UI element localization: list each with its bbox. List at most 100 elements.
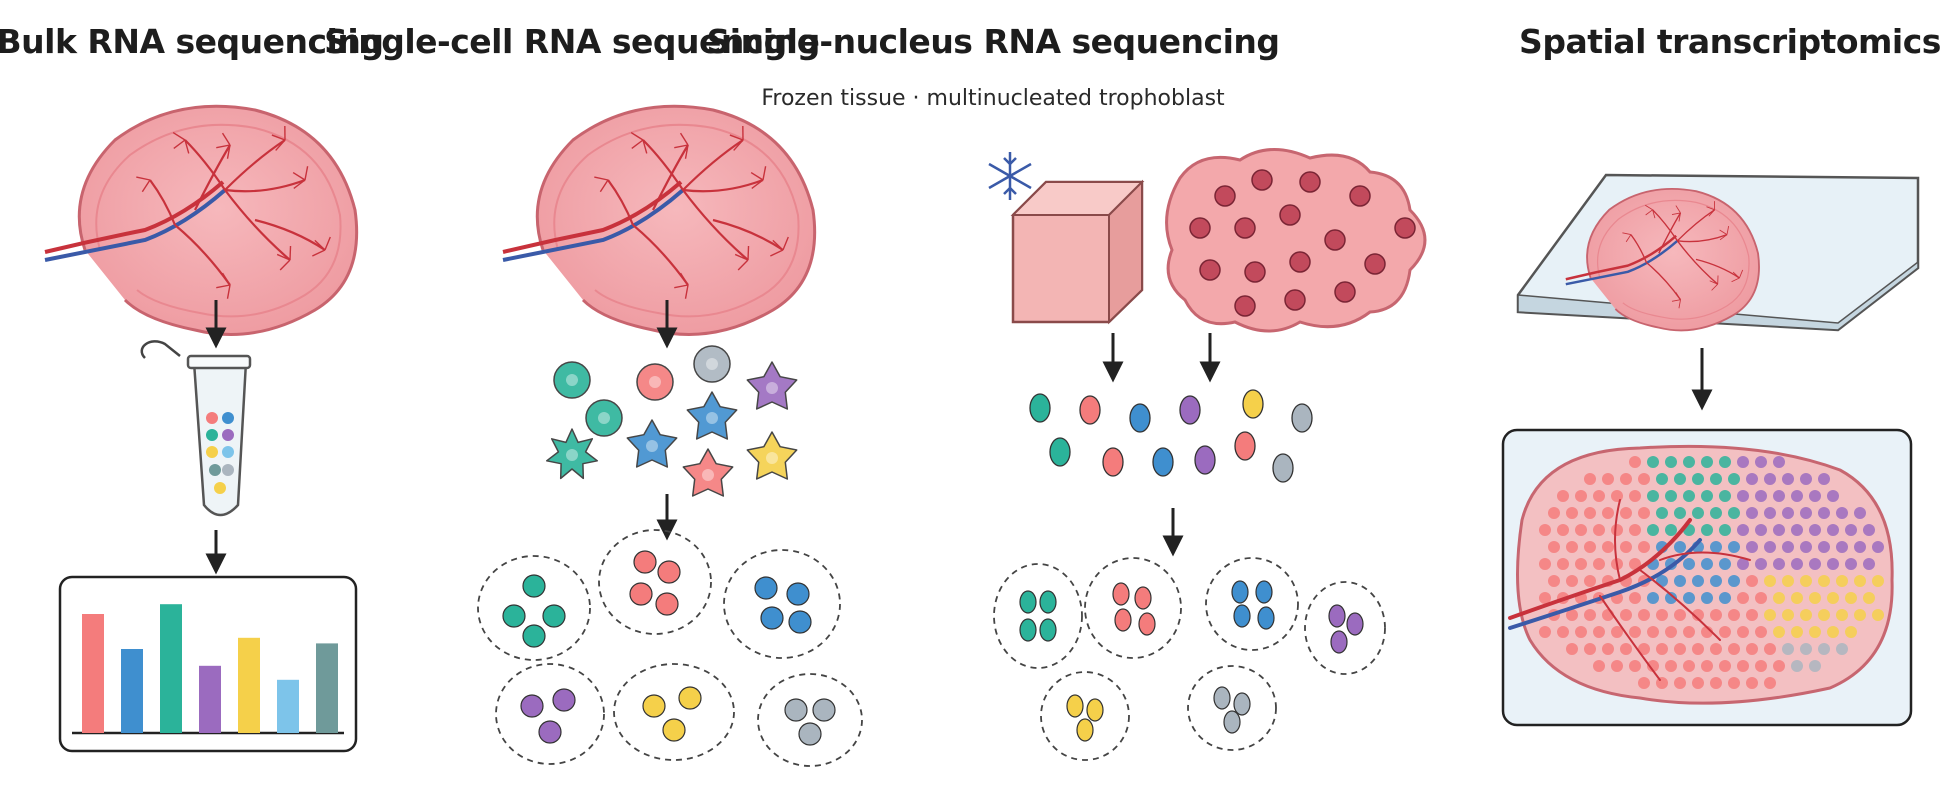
spot: [1584, 575, 1596, 587]
sample-dot: [214, 482, 226, 494]
isolated-nuclei: [1029, 389, 1313, 483]
spot: [1638, 609, 1650, 621]
spot: [1584, 609, 1596, 621]
spot: [1818, 473, 1830, 485]
spot: [1818, 507, 1830, 519]
chart-bar: [199, 665, 221, 733]
spot: [1692, 677, 1704, 689]
chart-bar: [238, 637, 260, 733]
frozen-tissue-block: [1010, 179, 1145, 325]
spot: [1566, 609, 1578, 621]
nucleus: [1129, 403, 1151, 433]
spot: [1836, 643, 1848, 655]
nucleus: [1049, 437, 1071, 467]
spot: [1620, 643, 1632, 655]
spatial-expression-map: [1501, 428, 1913, 727]
spot: [1782, 473, 1794, 485]
spot: [1692, 575, 1704, 587]
cell: [760, 606, 784, 630]
cell: [746, 431, 798, 480]
sample-dot: [209, 464, 221, 476]
sample-dot: [222, 412, 234, 424]
spot: [1791, 558, 1803, 570]
spot: [1575, 626, 1587, 638]
spot: [1737, 558, 1749, 570]
spot: [1557, 626, 1569, 638]
cluster-boundary: [1205, 557, 1299, 651]
spot: [1809, 660, 1821, 672]
nucleus: [1189, 217, 1211, 239]
spot: [1773, 524, 1785, 536]
nucleus: [1214, 185, 1236, 207]
spot: [1854, 541, 1866, 553]
spot: [1665, 490, 1677, 502]
spot: [1683, 558, 1695, 570]
cell: [633, 550, 657, 574]
spot: [1872, 609, 1884, 621]
cell-nucleus: [702, 469, 714, 481]
cell-nucleus: [706, 358, 718, 370]
spot: [1701, 558, 1713, 570]
nucleus: [1079, 395, 1101, 425]
nucleus: [1330, 630, 1348, 654]
nucleus: [1213, 686, 1231, 710]
spot: [1683, 456, 1695, 468]
nucleus: [1179, 395, 1201, 425]
cell: [678, 686, 702, 710]
spot: [1620, 507, 1632, 519]
nucleus: [1394, 217, 1416, 239]
spot: [1584, 507, 1596, 519]
spot: [1566, 643, 1578, 655]
spot: [1557, 524, 1569, 536]
cell-nucleus: [706, 412, 718, 424]
spot: [1692, 643, 1704, 655]
spot: [1755, 592, 1767, 604]
spot: [1836, 507, 1848, 519]
placenta-illustration: [44, 104, 359, 336]
spot: [1629, 660, 1641, 672]
spot: [1854, 609, 1866, 621]
spot: [1854, 575, 1866, 587]
nucleus: [1234, 431, 1256, 461]
spot: [1737, 592, 1749, 604]
sample-dot: [222, 446, 234, 458]
nucleus: [1242, 389, 1264, 419]
panel-subtitle-single-nucleus: Frozen tissue · multinucleated trophobla…: [761, 86, 1225, 111]
spot: [1584, 473, 1596, 485]
spot: [1719, 456, 1731, 468]
nucleus: [1349, 185, 1371, 207]
sample-dot: [222, 464, 234, 476]
cell: [636, 363, 674, 401]
cell: [522, 574, 546, 598]
nucleus: [1257, 606, 1275, 630]
spot: [1764, 677, 1776, 689]
spot: [1647, 592, 1659, 604]
spot: [1746, 541, 1758, 553]
spot: [1755, 558, 1767, 570]
spot: [1575, 490, 1587, 502]
cell: [746, 361, 798, 410]
vessel: [1508, 538, 1702, 630]
spot: [1809, 524, 1821, 536]
nucleus: [1324, 229, 1346, 251]
spot: [1728, 609, 1740, 621]
cell-nucleus: [566, 449, 578, 461]
cell: [657, 560, 681, 584]
spot: [1557, 558, 1569, 570]
nucleus: [1284, 289, 1306, 311]
cluster-boundary: [1084, 557, 1182, 659]
nucleus-clusters: [993, 557, 1386, 761]
cell: [629, 582, 653, 606]
sample-tube-icon: [140, 340, 252, 517]
spot: [1647, 660, 1659, 672]
spot: [1647, 490, 1659, 502]
spot: [1701, 660, 1713, 672]
nucleus: [1029, 393, 1051, 423]
spot: [1584, 541, 1596, 553]
cell-nucleus: [598, 412, 610, 424]
spot: [1737, 490, 1749, 502]
spot: [1818, 609, 1830, 621]
spot: [1701, 592, 1713, 604]
spot: [1674, 643, 1686, 655]
spot: [1800, 507, 1812, 519]
